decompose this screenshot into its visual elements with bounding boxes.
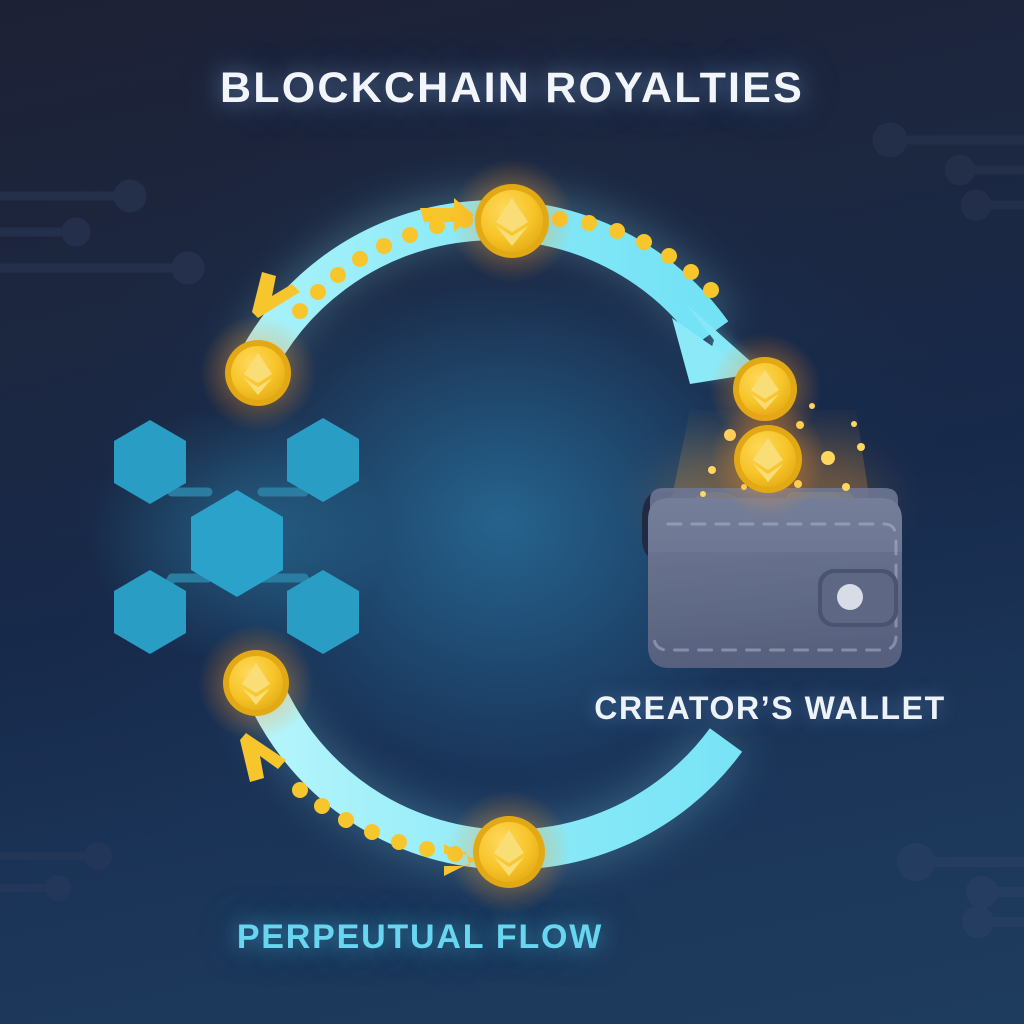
ethereum-coin-icon — [447, 790, 571, 914]
wallet-label: CREATOR’S WALLET — [594, 690, 946, 726]
wallet-clasp — [818, 569, 898, 627]
node-hex-bottom-right — [287, 570, 359, 654]
ethereum-coin-icon — [710, 401, 826, 517]
node-hex-bottom-left — [114, 570, 186, 654]
node-hex-top-left — [114, 420, 186, 504]
node-hex-center — [191, 490, 283, 597]
blockchain-node-cluster-icon — [88, 405, 388, 665]
clasp-button-icon — [837, 584, 863, 610]
perpetual-flow-label: PERPEUTUAL FLOW — [236, 918, 604, 956]
ethereum-coin-icon — [450, 159, 574, 283]
ethereum-coin-icon — [200, 315, 316, 431]
ethereum-coin-icon — [198, 625, 314, 741]
page-title: BLOCKCHAIN ROYALTIES — [220, 64, 804, 112]
wallet-stitching — [652, 522, 898, 652]
node-hex-top-right — [287, 418, 359, 502]
circuit-trace-decoration — [0, 122, 1024, 938]
